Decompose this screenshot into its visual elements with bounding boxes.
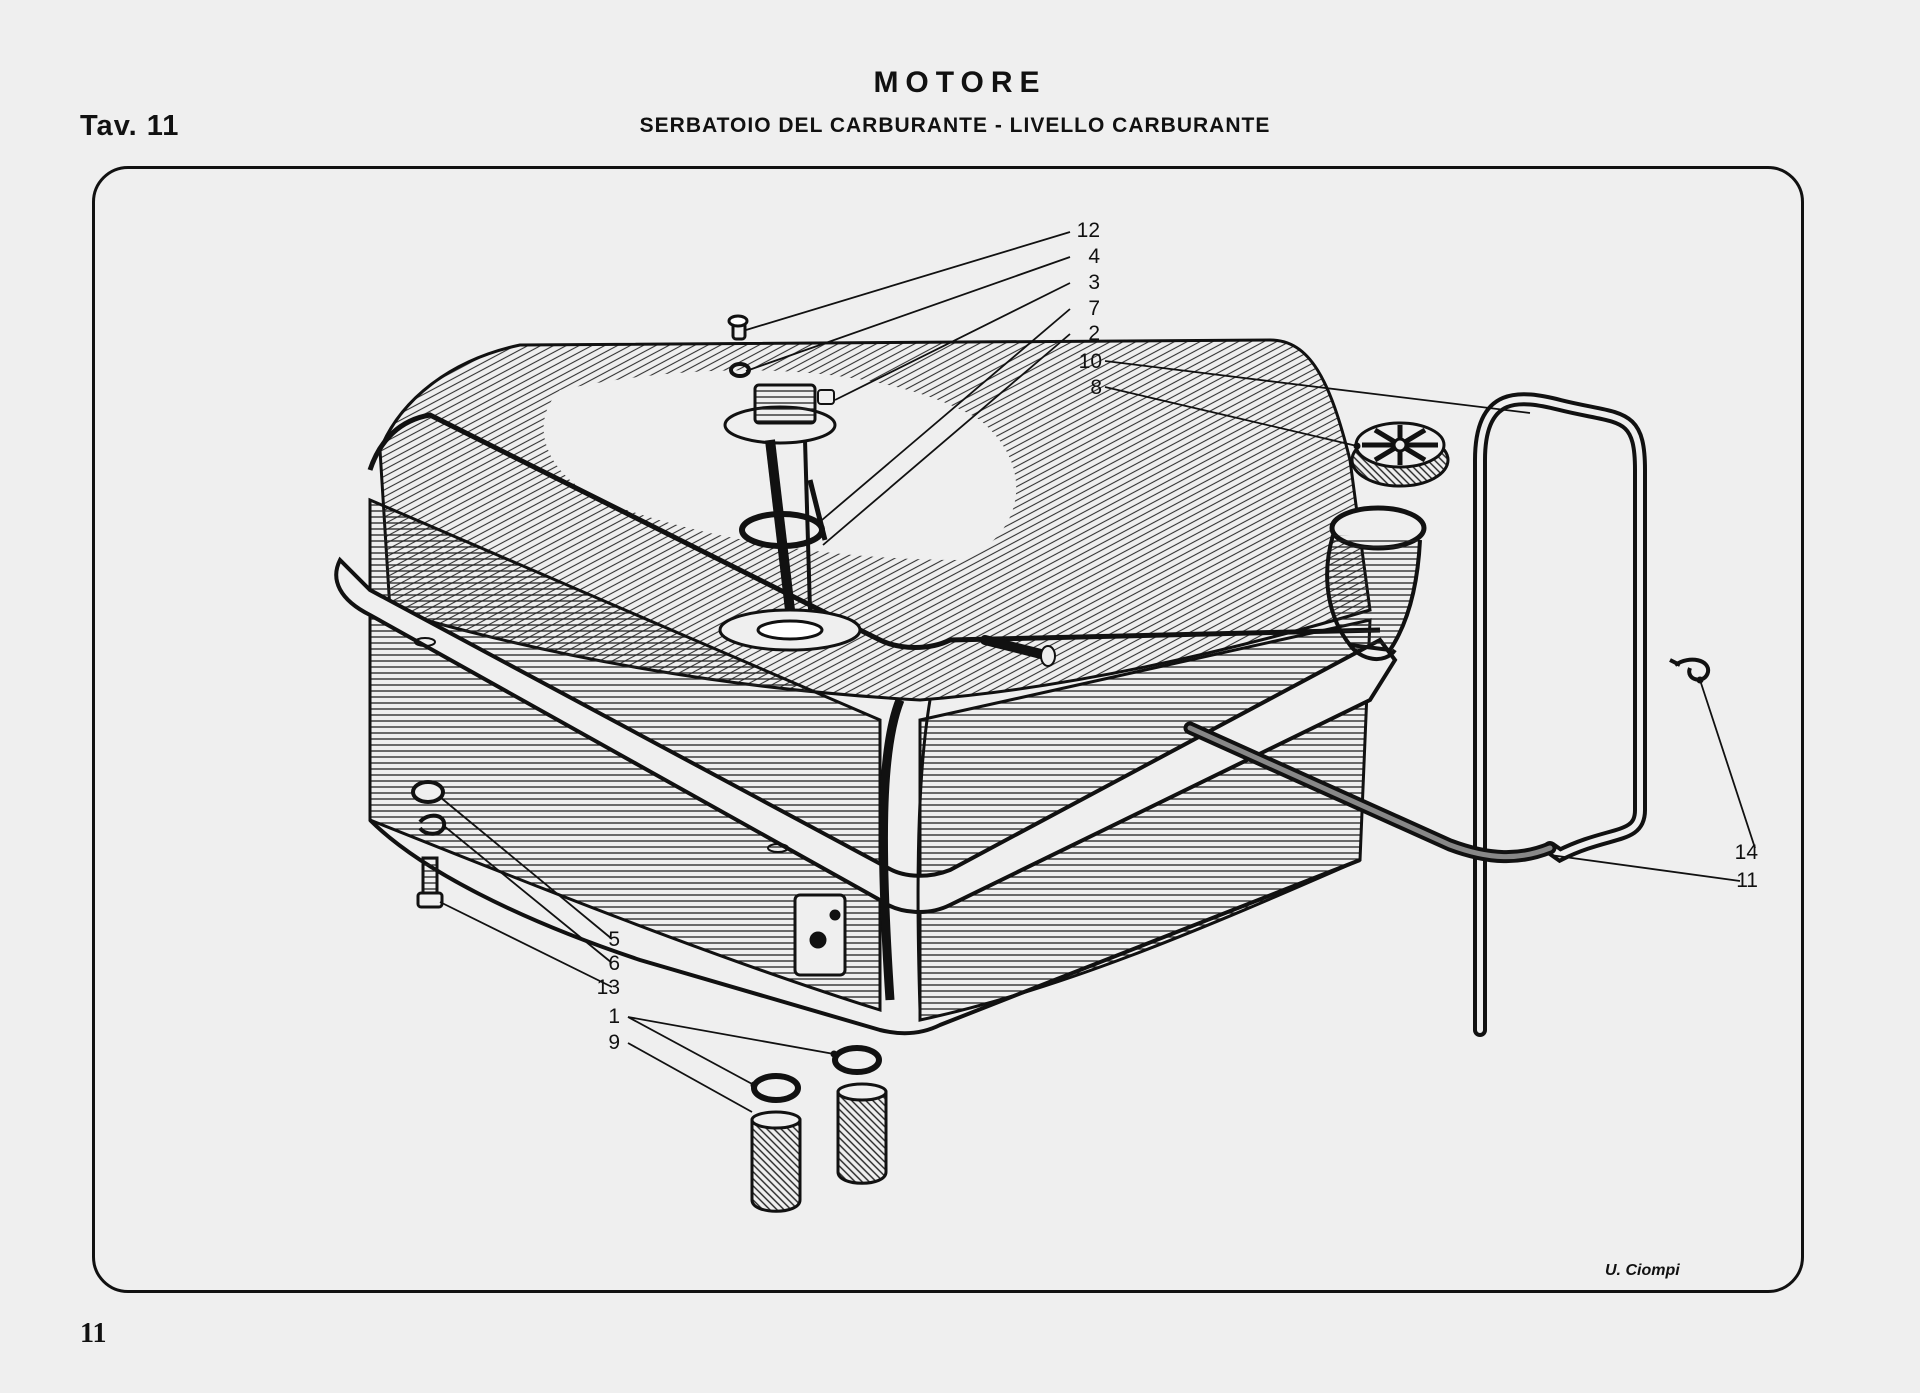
page-number: 11 xyxy=(80,1318,107,1349)
gasket-1b xyxy=(751,1073,801,1103)
page-title: MOTORE xyxy=(873,66,1047,99)
hose-clip xyxy=(1669,657,1711,682)
flat-washer-5 xyxy=(411,780,445,804)
tank-flange xyxy=(334,556,1398,914)
tank-upper-rim xyxy=(367,412,1381,650)
callout-8: 8 xyxy=(1090,376,1102,399)
drain-plug-9b xyxy=(836,1082,888,1185)
filler-neck xyxy=(1325,505,1427,661)
page-subtitle: SERBATOIO DEL CARBURANTE - LIVELLO CARBU… xyxy=(639,114,1271,137)
artist-signature: U. Ciompi xyxy=(1605,1262,1680,1279)
callout-6: 6 xyxy=(608,952,620,975)
leader-lines xyxy=(439,231,1756,1113)
callout-2: 2 xyxy=(1088,322,1100,345)
leader-arrowheads xyxy=(750,442,1704,1089)
drain-plugs xyxy=(750,1045,888,1213)
drawing-frame xyxy=(92,166,1804,1293)
callout-7: 7 xyxy=(1088,297,1100,320)
callout-3: 3 xyxy=(1088,271,1100,294)
fuel-level-sender xyxy=(718,314,862,652)
callout-5: 5 xyxy=(608,928,620,951)
callout-14: 14 xyxy=(1734,841,1758,864)
callout-9: 9 xyxy=(608,1031,620,1054)
fuel-tank xyxy=(334,338,1398,1036)
callout-10: 10 xyxy=(1078,350,1102,373)
gasket-1a xyxy=(832,1045,882,1075)
callout-1: 1 xyxy=(608,1005,620,1028)
callout-13: 13 xyxy=(596,976,620,999)
plate-label: Tav. 11 xyxy=(80,110,180,142)
mount-hardware-left xyxy=(411,780,447,909)
overflow-hose xyxy=(1183,721,1557,864)
vent-hose xyxy=(1473,392,1647,1037)
callout-11: 11 xyxy=(1736,869,1758,892)
bolt-13 xyxy=(416,856,444,909)
filler-cap xyxy=(1350,421,1450,488)
drain-plug-9a xyxy=(750,1110,802,1213)
callout-12: 12 xyxy=(1076,219,1100,242)
callout-4: 4 xyxy=(1088,245,1100,268)
